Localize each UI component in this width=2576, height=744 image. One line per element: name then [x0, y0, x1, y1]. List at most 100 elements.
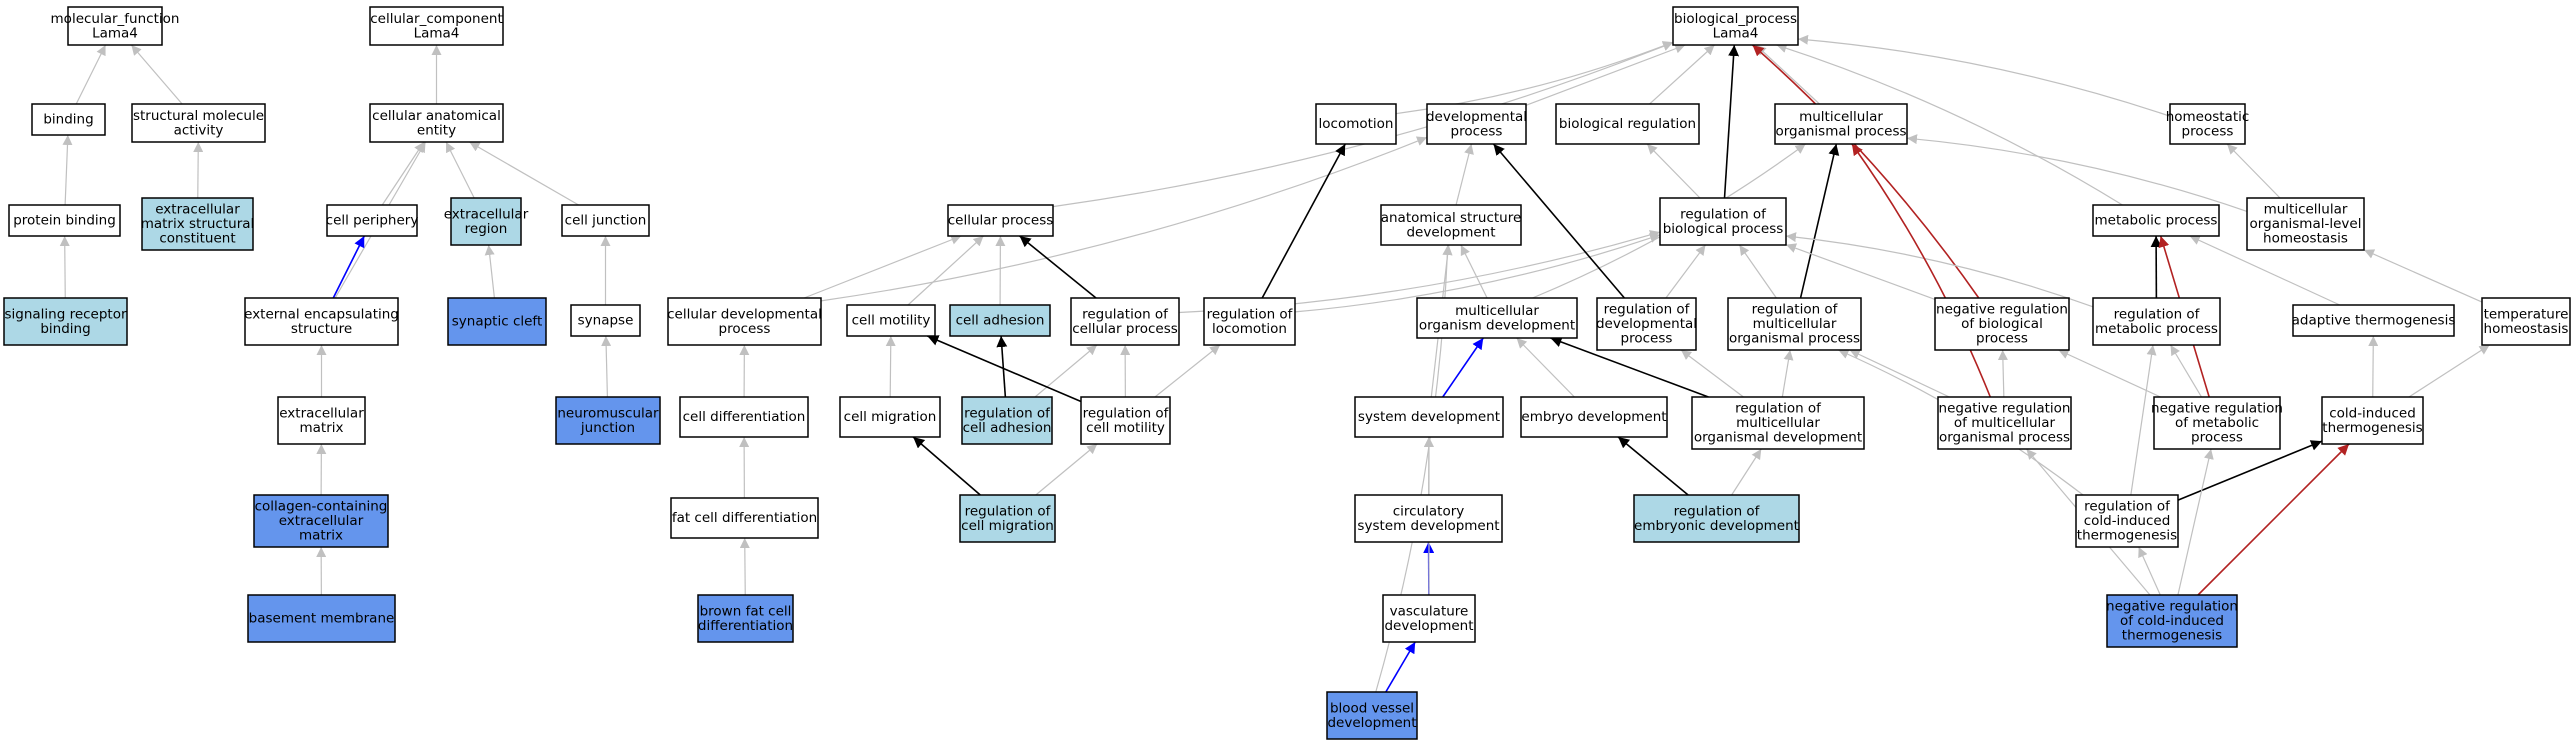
- node-label-line: Lama4: [1713, 25, 1759, 41]
- node-protein_binding[interactable]: protein binding: [8, 204, 121, 237]
- node-label-line: cold-induced: [2329, 405, 2416, 421]
- node-syn_cleft[interactable]: synaptic cleft: [447, 297, 547, 346]
- node-bio_reg[interactable]: biological regulation: [1555, 103, 1700, 145]
- edge-reg_emb_dev-to-reg_multi_dev: [1731, 448, 1762, 496]
- node-label-line: biological regulation: [1559, 116, 1696, 132]
- edge-adapt_thermo-to-metab: [2189, 235, 2341, 306]
- node-cell_motility[interactable]: cell motility: [846, 304, 936, 337]
- node-cell_adhesion[interactable]: cell adhesion: [949, 304, 1051, 337]
- node-label-line: multicellular: [1736, 415, 1820, 431]
- node-cell_diff[interactable]: cell differentiation: [679, 396, 809, 438]
- node-box: [947, 204, 1054, 237]
- edge-multi_homeo-to-homeo_proc: [2226, 143, 2281, 199]
- node-box: [839, 396, 941, 438]
- edge-metab-to-bp_root: [1776, 43, 2123, 206]
- node-adapt_thermo[interactable]: adaptive thermogenesis: [2292, 304, 2456, 337]
- node-synapse[interactable]: synapse: [570, 304, 641, 337]
- node-box: [1203, 297, 1296, 346]
- node-label-line: protein binding: [13, 213, 116, 229]
- node-metab[interactable]: metabolic process: [2092, 204, 2220, 237]
- node-box: [1354, 396, 1504, 438]
- node-embryo_dev[interactable]: embryo development: [1520, 396, 1668, 438]
- node-label-line: cell junction: [565, 213, 647, 229]
- node-cell_periphery[interactable]: cell periphery: [326, 204, 419, 237]
- node-cell_proc[interactable]: cellular process: [947, 204, 1054, 237]
- node-label-line: process: [1451, 123, 1503, 139]
- node-fat_diff[interactable]: fat cell differentiation: [670, 497, 819, 539]
- node-label-line: signaling receptor: [4, 306, 127, 322]
- node-cell_migration[interactable]: cell migration: [839, 396, 941, 438]
- edge-reg_multi_proc-to-reg_bio: [1738, 244, 1777, 299]
- node-binding[interactable]: binding: [31, 103, 106, 136]
- node-box: [369, 103, 504, 143]
- node-box: [1659, 197, 1787, 246]
- node-basement[interactable]: basement membrane: [247, 594, 396, 643]
- node-label-line: synapse: [578, 313, 634, 329]
- node-label-line: regulation of: [1207, 306, 1294, 322]
- node-label-line: locomotion: [1212, 321, 1287, 337]
- node-box: [8, 204, 121, 237]
- node-box: [1080, 396, 1171, 445]
- node-label-line: cold-induced: [2084, 513, 2171, 529]
- edge-reg_cell_mig-to-cell_migration: [912, 436, 981, 496]
- node-label-line: locomotion: [1319, 116, 1394, 132]
- node-label-line: negative regulation: [1939, 401, 2071, 417]
- node-cell_junction[interactable]: cell junction: [561, 204, 650, 237]
- node-box: [1596, 297, 1697, 351]
- node-box: [1354, 494, 1503, 543]
- node-box: [1380, 204, 1522, 246]
- node-label-line: fat cell differentiation: [672, 510, 817, 526]
- node-sys_dev[interactable]: system development: [1354, 396, 1504, 438]
- node-label-line: regulation of: [1674, 503, 1761, 519]
- node-label-line: extracellular: [155, 202, 240, 218]
- node-label-line: of metabolic: [2175, 415, 2259, 431]
- edge-neg_reg_bio-to-bp_root: [1751, 44, 1980, 299]
- node-box: [3, 297, 128, 346]
- node-box: [141, 197, 254, 251]
- node-box: [2075, 494, 2179, 548]
- node-locomotion[interactable]: locomotion: [1315, 103, 1397, 145]
